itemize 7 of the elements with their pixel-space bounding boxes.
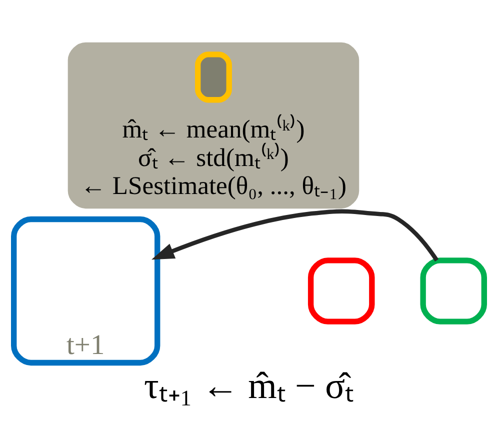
node-box	[308, 258, 375, 324]
cluster: m̂ₜ ← mean(mₜ⁽ᵏ⁾) σ̂ₜ ← std(mₜ⁽ᵏ⁾) ← LSestimate(θ₀, ..., θₜ₋₁)	[68, 42, 360, 209]
node-box	[420, 258, 487, 324]
arrow	[152, 209, 439, 262]
caption: τₜ₊₁ ← m̂ₜ − σ̂ₜ	[144, 364, 354, 406]
node-box: t+1	[11, 216, 160, 366]
node-box	[195, 52, 232, 103]
